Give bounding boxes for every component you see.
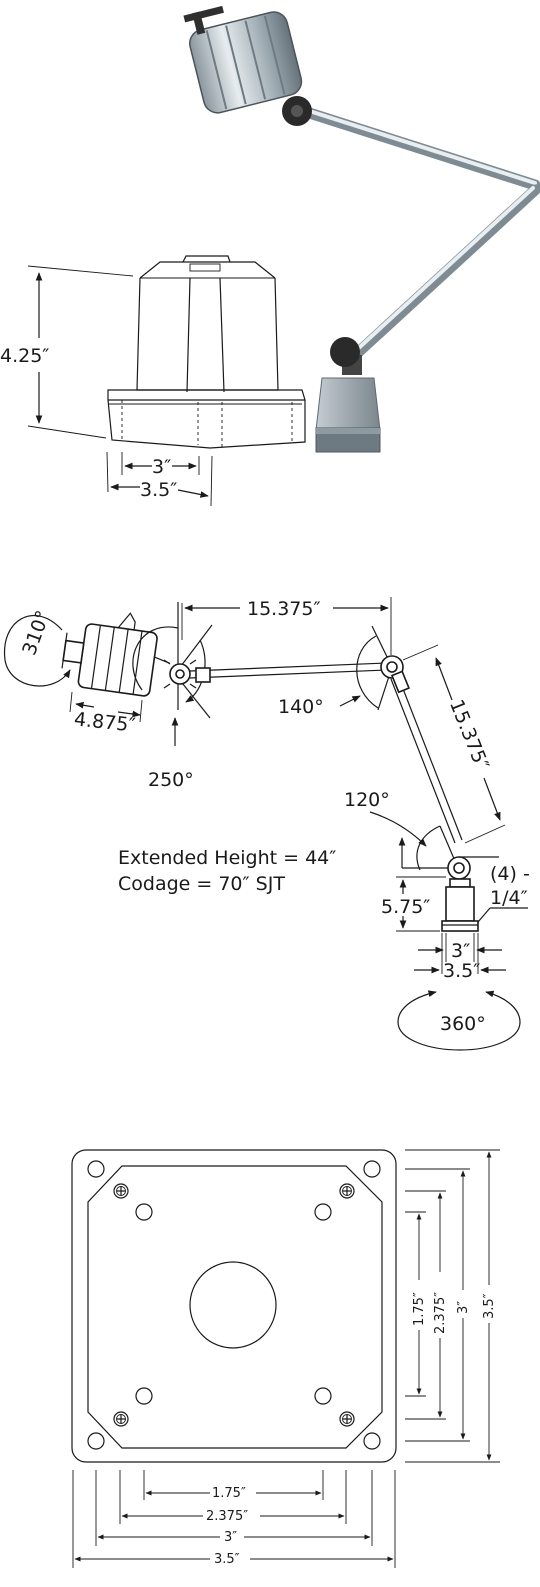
plate-h-dim-1: 1.75″ — [212, 1486, 246, 1501]
plate-corner-hole-tl — [87, 1160, 105, 1178]
arm-drawing: 310° 4.875″ — [3, 597, 530, 1051]
arm-drawing-lower-arm — [390, 670, 463, 844]
plate-mount-hole-tr — [314, 1203, 332, 1221]
lamp-photo-head — [183, 5, 303, 114]
plate-mount-hole-br — [314, 1387, 332, 1405]
plate-screw-bl — [113, 1411, 129, 1427]
head-rotation-label: 310° — [18, 608, 54, 659]
base-height-label: 4.25″ — [0, 345, 49, 367]
holes-label-top: (4) - — [490, 863, 530, 885]
lamp-photo-base-knob — [330, 337, 360, 367]
elbow-angle-label: 140° — [278, 696, 324, 718]
holes-label-bottom: 1/4″ — [490, 887, 528, 909]
plate-v-dim-3: 3″ — [456, 1301, 471, 1314]
cordage-text: Codage = 70″ SJT — [118, 873, 285, 895]
mount-outer-width-label: 3.5″ — [443, 960, 480, 982]
mount-inner-width-label: 3″ — [451, 940, 470, 962]
upper-arm-length-label: 15.375″ — [247, 598, 321, 620]
arm-drawing-elbow — [356, 625, 404, 711]
arm-drawing-upper-arm — [189, 662, 387, 683]
base-rotation-label: 360° — [440, 1013, 486, 1035]
mount-height-label: 5.75″ — [381, 896, 430, 918]
plate-mount-hole-bl — [135, 1387, 153, 1405]
arm-drawing-base — [441, 878, 479, 932]
arm-drawing-head-knob — [163, 659, 197, 689]
plate-screw-br — [339, 1411, 355, 1427]
base-joint-angle-label: 120° — [344, 789, 390, 811]
head-length-label: 4.875″ — [73, 708, 136, 736]
lamp-photo-base — [315, 337, 381, 453]
plate-center-hole — [189, 1261, 277, 1349]
plate-mount-hole-tl — [135, 1203, 153, 1221]
lamp-photo-upper-arm — [294, 104, 540, 191]
arm-drawing-base-knob — [447, 856, 499, 880]
plate-screw-tl — [113, 1183, 129, 1199]
plate-v-dim-1: 1.75″ — [412, 1292, 427, 1326]
plate-corner-hole-br — [363, 1432, 381, 1450]
plate-h-dim-4: 3.5″ — [214, 1552, 240, 1567]
plate-corner-hole-bl — [87, 1432, 105, 1450]
plate-drawing: 1.75″ 2.375″ 3″ 3.5″ 1.75″ — [71, 1149, 500, 1568]
base-outer-width-label: 3.5″ — [140, 479, 177, 501]
plate-v-dim-2: 2.375″ — [433, 1292, 448, 1334]
plate-v-dim-4: 3.5″ — [482, 1293, 497, 1319]
plate-horizontal-dims: 1.75″ 2.375″ 3″ 3.5″ — [72, 1470, 396, 1568]
plate-outline — [71, 1149, 397, 1463]
plate-inner-outline — [87, 1165, 383, 1449]
plate-vertical-dims: 1.75″ 2.375″ 3″ 3.5″ — [405, 1149, 500, 1463]
arm-drawing-head — [61, 612, 170, 697]
base-drawing: 4.25″ 3″ 3.5″ — [0, 255, 306, 507]
plate-h-dim-3: 3″ — [224, 1530, 237, 1545]
plate-screw-tr — [339, 1183, 355, 1199]
head-tilt-label: 250° — [148, 769, 194, 791]
plate-corner-hole-tr — [363, 1160, 381, 1178]
extended-height-text: Extended Height = 44″ — [118, 847, 336, 869]
lamp-photo — [183, 5, 540, 453]
lower-arm-length-label: 15.375″ — [445, 697, 493, 773]
base-inner-width-label: 3″ — [152, 456, 171, 478]
plate-h-dim-2: 2.375″ — [206, 1509, 248, 1524]
lamp-photo-lower-arm — [346, 184, 540, 364]
